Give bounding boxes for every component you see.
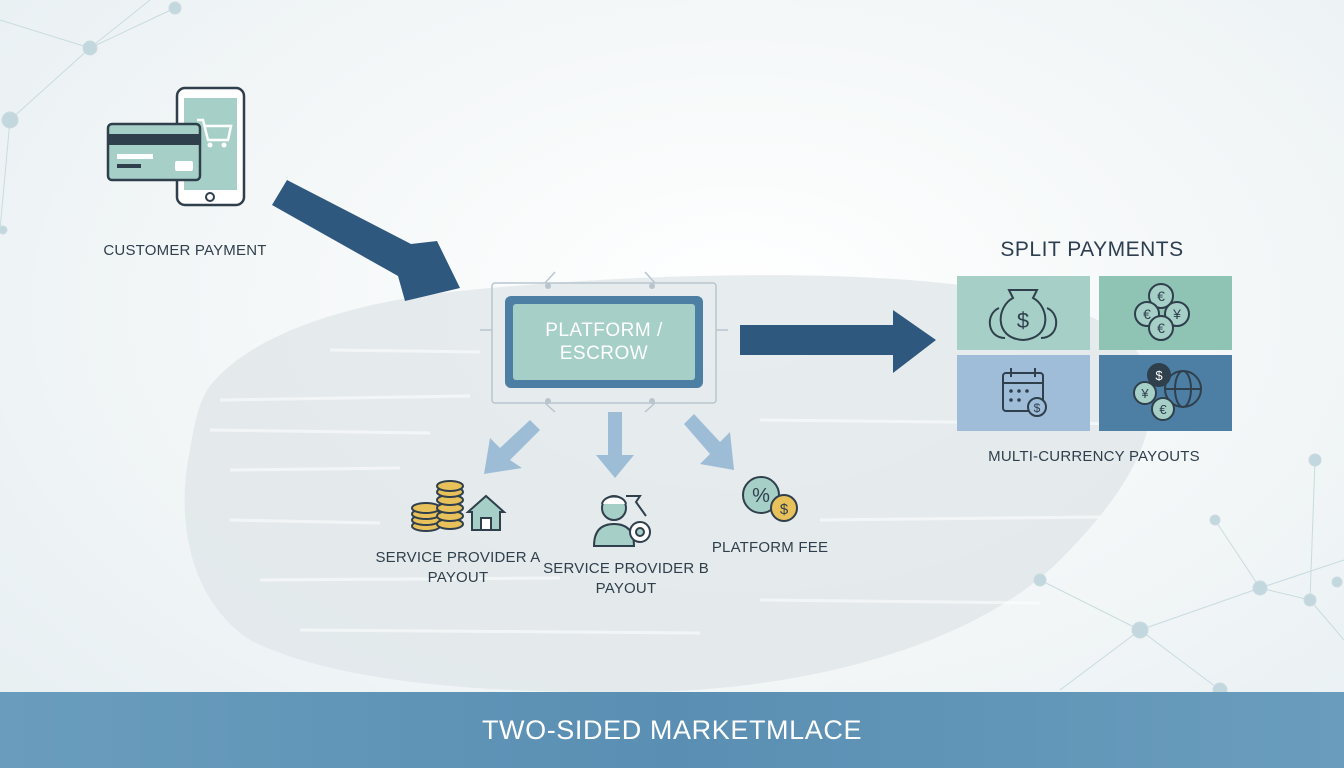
globe-currency-icon: $ ¥ € xyxy=(1133,363,1202,421)
svg-text:€: € xyxy=(1143,306,1151,322)
money-bags-icon: $ xyxy=(989,289,1057,342)
tile-globe-currency: $ ¥ € xyxy=(1099,355,1232,431)
svg-text:¥: ¥ xyxy=(1140,386,1149,401)
circuit-frame xyxy=(480,271,728,413)
tile-calendar-dollar: $ xyxy=(957,355,1090,431)
provider-a-line1: SERVICE PROVIDER A xyxy=(375,549,541,566)
coins-house-icon xyxy=(411,480,507,532)
provider-b-line2: PAYOUT xyxy=(595,580,657,597)
arrow-to-provider-b xyxy=(596,412,634,478)
network-nodes-bottom-right xyxy=(1033,453,1344,698)
platform-label-line2: ESCROW xyxy=(559,343,649,364)
provider-a-label: SERVICE PROVIDER A PAYOUT xyxy=(368,548,548,588)
footer-banner: TWO-SIDED MARKETMLACE xyxy=(0,692,1344,768)
platform-fee-label: PLATFORM FEE xyxy=(711,539,829,556)
svg-text:$: $ xyxy=(1034,401,1041,415)
svg-text:%: % xyxy=(752,485,770,507)
customer-payment-icons xyxy=(106,86,246,207)
svg-text:$: $ xyxy=(1017,308,1029,333)
arrow-to-platform-fee xyxy=(684,414,734,470)
percent-dollar-icon: % $ xyxy=(742,476,798,522)
platform-escrow-box: PLATFORM / ESCROW xyxy=(505,296,703,388)
tile-money-bags: $ xyxy=(957,276,1090,350)
svg-text:$: $ xyxy=(1155,368,1163,383)
customer-payment-label: CUSTOMER PAYMENT xyxy=(103,242,267,259)
tile-currency-coins: € € ¥ € xyxy=(1099,276,1232,350)
provider-b-label: SERVICE PROVIDER B PAYOUT xyxy=(536,559,716,599)
platform-escrow-inner: PLATFORM / ESCROW xyxy=(513,304,695,380)
svg-text:¥: ¥ xyxy=(1172,306,1181,322)
currency-coins-icon: € € ¥ € xyxy=(1134,283,1190,341)
arrow-platform-to-split xyxy=(740,310,936,373)
svg-text:$: $ xyxy=(780,501,789,518)
split-payments-title: SPLIT PAYMENTS xyxy=(1000,238,1184,261)
platform-label-line1: PLATFORM / xyxy=(545,320,663,341)
brush-texture xyxy=(184,275,1152,693)
provider-a-line2: PAYOUT xyxy=(427,569,489,586)
arrow-to-provider-a xyxy=(484,420,540,474)
page-title: TWO-SIDED MARKETMLACE xyxy=(481,714,863,745)
svg-text:€: € xyxy=(1157,320,1165,336)
network-nodes-top-left xyxy=(0,0,182,235)
brush-streaks xyxy=(209,348,1141,635)
svg-text:€: € xyxy=(1157,288,1165,304)
arrow-customer-to-platform xyxy=(272,180,460,301)
multi-currency-caption: MULTI-CURRENCY PAYOUTS xyxy=(988,448,1200,465)
calendar-dollar-icon: $ xyxy=(1002,368,1047,417)
provider-b-line1: SERVICE PROVIDER B xyxy=(543,560,709,577)
credit-card-icon xyxy=(106,122,202,182)
worker-gear-icon xyxy=(592,495,651,547)
svg-text:€: € xyxy=(1159,402,1167,417)
